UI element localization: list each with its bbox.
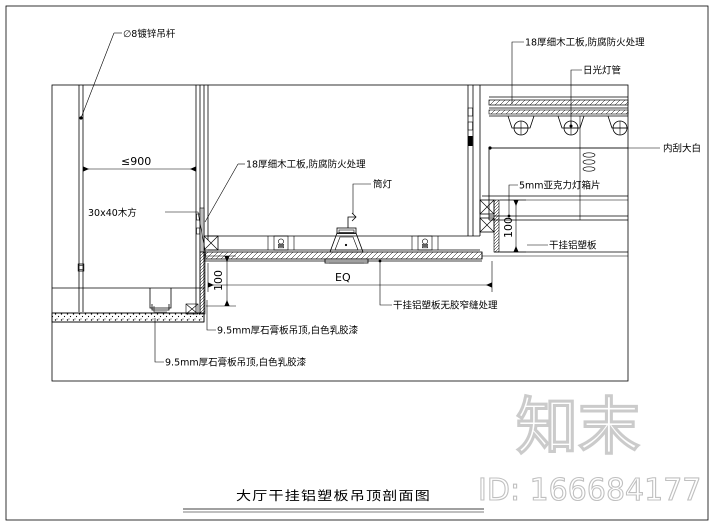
label-timber-batten: 30x40木方 bbox=[88, 207, 137, 219]
annotation-fluorescent-tube: 日光灯管 bbox=[569, 65, 621, 128]
label-fluorescent-tube: 日光灯管 bbox=[583, 65, 621, 77]
fluorescent-fixture-3 bbox=[607, 115, 628, 136]
label-dryhung-panel-seam: 干挂铝塑板无胶窄缝处理 bbox=[393, 300, 498, 312]
timber-batten-leader: 30x40木方 bbox=[88, 207, 207, 259]
annotation-interior-plaster: 内刮大白 bbox=[490, 143, 701, 155]
annotation-acrylic-lightbox: 5mm亚克力灯箱片 bbox=[507, 180, 601, 218]
label-acrylic-lightbox: 5mm亚克力灯箱片 bbox=[519, 180, 601, 192]
watermark: 知末 ID: 166684177 bbox=[477, 389, 701, 508]
annotation-downlight: 筒灯 bbox=[352, 179, 393, 214]
label-blockboard-left: 18厚细木工板,防腐防火处理 bbox=[246, 159, 366, 171]
dim-eq-label: EQ bbox=[335, 271, 351, 284]
label-gypsum-upper: 9.5mm厚石膏板吊顶,白色乳胶漆 bbox=[217, 325, 359, 337]
dim-rod-spacing-label: ≤900 bbox=[121, 155, 151, 168]
drawing-title-block: 大厅干挂铝塑板吊顶剖面图 bbox=[183, 488, 484, 513]
label-blockboard-top: 18厚细木工板,防腐防火处理 bbox=[525, 37, 645, 49]
label-dryhung-panel-right: 干挂铝塑板 bbox=[549, 240, 597, 252]
label-interior-plaster: 内刮大白 bbox=[663, 143, 701, 155]
dimension-drop-right: 100 bbox=[500, 199, 526, 253]
left-vertical-framing bbox=[185, 85, 219, 322]
fluorescent-fixture-1 bbox=[507, 115, 535, 136]
page-title: 大厅干挂铝塑板吊顶剖面图 bbox=[236, 488, 431, 503]
annotation-dryhung-panel-seam: 干挂铝塑板无胶窄缝处理 bbox=[378, 259, 498, 312]
fastener-symbol-1 bbox=[273, 235, 289, 251]
annotation-gypsum-upper: 9.5mm厚石膏板吊顶,白色乳胶漆 bbox=[206, 300, 359, 337]
dim-drop-right-label: 100 bbox=[502, 217, 515, 238]
label-gypsum-lower: 9.5mm厚石膏板吊顶,白色乳胶漆 bbox=[165, 357, 307, 369]
dimension-drop-left: 100 bbox=[206, 255, 236, 307]
drawing-frame bbox=[51, 84, 629, 382]
watermark-brand: 知末 bbox=[516, 390, 640, 463]
sheet-border bbox=[5, 5, 709, 521]
structural-slab-left bbox=[51, 287, 205, 323]
watermark-id: ID: 166684177 bbox=[478, 473, 701, 508]
annotation-blockboard-top: 18厚细木工板,防腐防火处理 bbox=[511, 37, 645, 104]
downlight-fixture bbox=[324, 212, 369, 264]
dimension-eq: EQ bbox=[207, 261, 493, 292]
hanger-rod-assembly bbox=[77, 85, 85, 312]
dim-drop-left-label: 100 bbox=[212, 270, 225, 291]
annotation-gypsum-lower: 9.5mm厚石膏板吊顶,白色乳胶漆 bbox=[154, 318, 307, 369]
label-downlight: 筒灯 bbox=[373, 179, 393, 191]
fastener-symbol-2 bbox=[417, 235, 433, 251]
annotation-hanger-rod: ∅8镀锌吊杆 bbox=[80, 28, 176, 119]
annotation-dryhung-panel-right: 干挂铝塑板 bbox=[527, 240, 597, 252]
annotation-blockboard-left: 18厚细木工板,防腐防火处理 bbox=[204, 159, 366, 223]
label-hanger-rod: ∅8镀锌吊杆 bbox=[123, 28, 176, 40]
ceiling-panel-band bbox=[203, 235, 483, 262]
dimension-rod-spacing: ≤900 bbox=[83, 155, 196, 172]
right-lightbox-assembly bbox=[467, 85, 629, 236]
